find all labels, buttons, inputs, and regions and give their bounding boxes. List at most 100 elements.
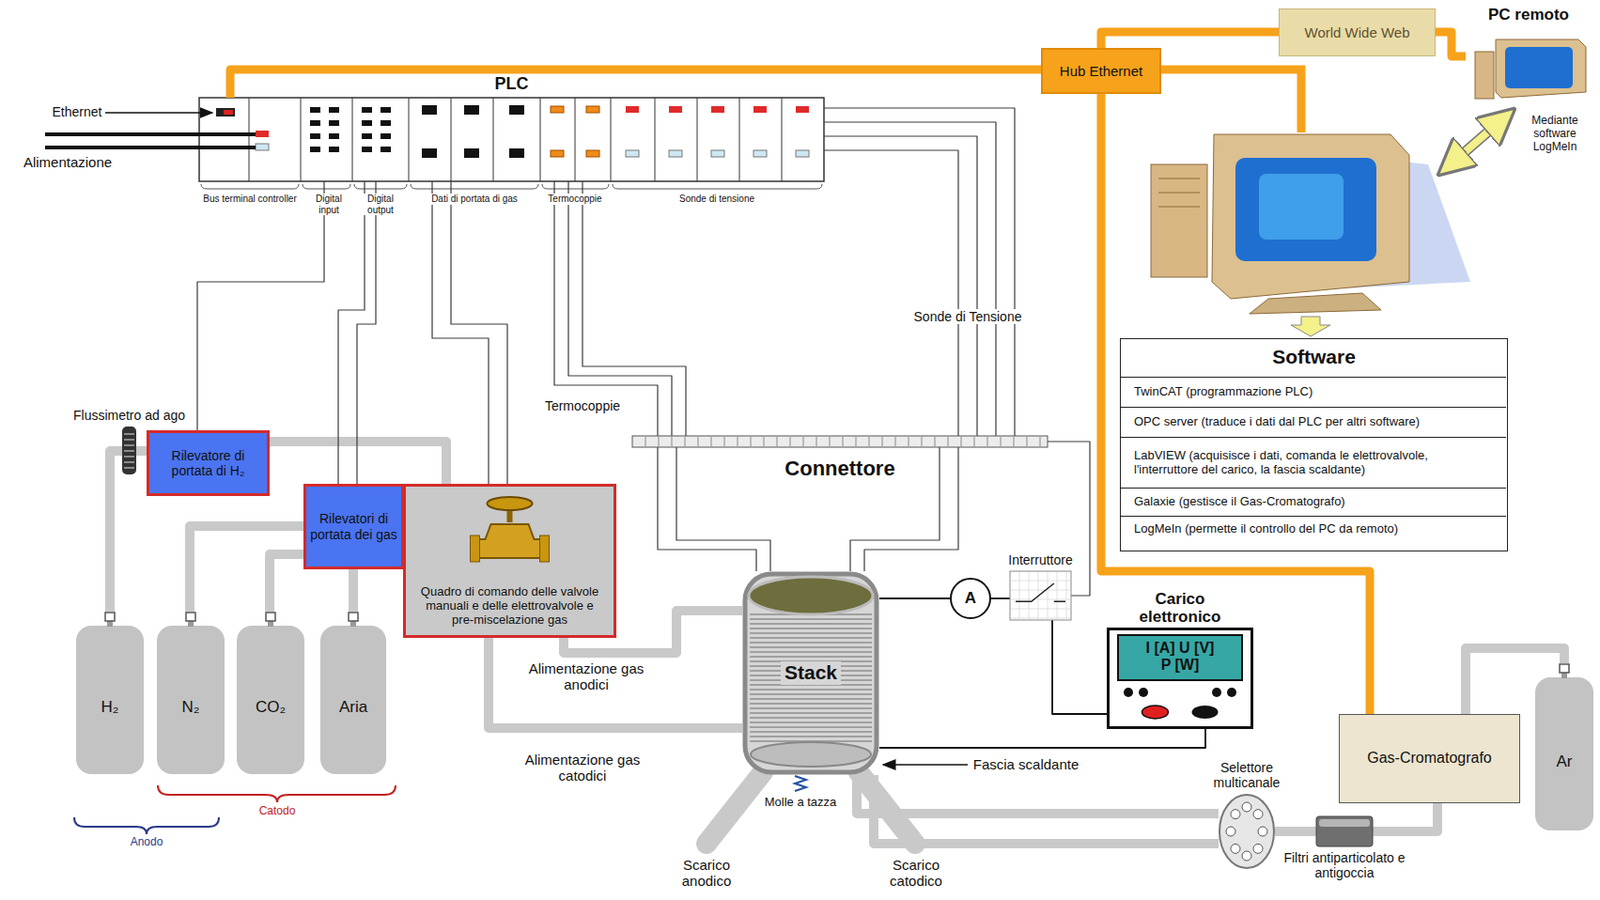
flow-detector: Rilevatori di portata dei gas [303, 483, 404, 570]
node-text: I [A] U [V] P [W] [1140, 639, 1220, 675]
node-text: H₂ [101, 698, 120, 717]
table-row: OPC server (traduce i dati dal PLC per a… [1120, 406, 1507, 437]
cyl-shape [320, 625, 387, 775]
cyl-shape [1533, 663, 1596, 832]
carico-shape [1123, 687, 1134, 698]
cyl-shape [1535, 677, 1594, 831]
sel-shape [1219, 794, 1274, 869]
remote-pc: PC remoto [1465, 28, 1592, 104]
connector [432, 181, 489, 484]
label-text: Termocoppie [545, 193, 604, 205]
carico-shape [1227, 687, 1237, 698]
label-text: Mediante software LogMeIn [1516, 114, 1594, 154]
label-text: Sonde di tensione [677, 193, 757, 205]
node-text: Hub Ethernet [1059, 62, 1143, 79]
connector [269, 554, 304, 612]
cyl-shape [348, 612, 358, 622]
connector [269, 441, 447, 484]
ethernet-cable [105, 112, 213, 114]
cyl-shape [234, 611, 307, 776]
filter: Filtri antiparticolato e antigoccia [1316, 816, 1373, 847]
plc-terminals [542, 184, 609, 189]
multichannel-selector: Selettore multicanale [1218, 793, 1275, 870]
connector [1372, 803, 1438, 832]
fluss-shape [122, 426, 137, 475]
cyl-shape [186, 612, 196, 622]
node-text: Selettore multicanale [1195, 760, 1299, 791]
remote-computer [1495, 39, 1586, 98]
plc-rack [223, 109, 234, 115]
stack-shape [745, 574, 877, 773]
plc-terminals [753, 150, 767, 157]
cyl-shape [318, 611, 389, 776]
internet-box: World Wide Web [1278, 8, 1436, 57]
connector [230, 69, 1041, 98]
quadro-shape [470, 535, 481, 562]
node-text: TwinCAT (programmazione PLC) [1133, 385, 1313, 400]
node-text: Flussimetro ad ago [73, 407, 186, 423]
inter-shape [1009, 571, 1072, 621]
power-cable [45, 134, 256, 148]
ethernet-link [1161, 69, 1302, 133]
sel-shape [1242, 851, 1252, 861]
computer [1211, 134, 1410, 299]
plc-terminals [753, 106, 767, 113]
leader-line [883, 764, 968, 766]
label-text: Scarico catodico [876, 856, 956, 890]
sel-shape [1226, 826, 1236, 837]
remote-arrow [1451, 120, 1502, 164]
cyl-shape [265, 612, 276, 622]
label-text: Anodo [128, 836, 166, 850]
gas-chromatograph: Gas-Cromatografo [1338, 714, 1521, 804]
gas-cylinder: Ar [1533, 663, 1596, 832]
node-text: Filtri antiparticolato e antigoccia [1283, 850, 1406, 881]
sel-shape [1230, 843, 1241, 854]
label-text: Dati di portata di gas [429, 193, 520, 205]
plc-terminals [380, 146, 391, 153]
connector [357, 181, 376, 484]
table-row: LogMeIn (permette il controllo del PC da… [1120, 515, 1507, 543]
carico-shape [1138, 687, 1149, 698]
cathode-brace [157, 785, 396, 803]
plc-terminals [509, 148, 525, 158]
leader-line [883, 763, 968, 766]
stack-stand [794, 776, 807, 792]
down-arrow [1290, 316, 1331, 337]
cyl-shape [105, 612, 115, 622]
node-text: Stack [780, 661, 841, 684]
node-text: Aria [339, 698, 368, 717]
label-text: Alimentazione gas anodici [513, 660, 659, 694]
plc-terminals [711, 150, 725, 157]
quadro-shape [487, 497, 533, 511]
node-text: CO₂ [255, 698, 286, 717]
node-text: Interruttore [1008, 552, 1072, 568]
remote-computer [1475, 51, 1494, 99]
remote-computer [1475, 39, 1586, 99]
connector [338, 181, 365, 484]
label-text: Digital input [307, 193, 351, 216]
label-text: Catodo [257, 805, 298, 819]
node-text: Carico elettronico [1123, 590, 1237, 627]
node-text: Software [1272, 345, 1356, 369]
label-text: Digital output [357, 193, 404, 216]
computer [1150, 164, 1208, 278]
node-text: LogMeIn (permette il controllo del PC da… [1133, 522, 1399, 537]
computer [1258, 173, 1344, 240]
plc-rack [199, 97, 824, 182]
stack-shape [749, 614, 872, 742]
software-table: SoftwareTwinCAT (programmazione PLC) OPC … [1119, 338, 1508, 552]
sel-shape [1230, 809, 1241, 820]
needle-flowmeter: Flussimetro ad ago [122, 426, 137, 475]
plc-terminals [380, 133, 391, 140]
carico-shape [1192, 705, 1219, 719]
plc-terminals [586, 150, 600, 157]
node-text: Quadro di comando delle valvole manuali … [416, 585, 605, 628]
inter-shape [1015, 583, 1066, 602]
connector [879, 597, 950, 600]
node-text: Connettore [784, 456, 895, 481]
carico-shape [1211, 687, 1222, 698]
stack-stand [706, 772, 916, 844]
plc-rack [216, 108, 235, 117]
connector [991, 597, 1010, 600]
plc-terminals [302, 184, 351, 189]
